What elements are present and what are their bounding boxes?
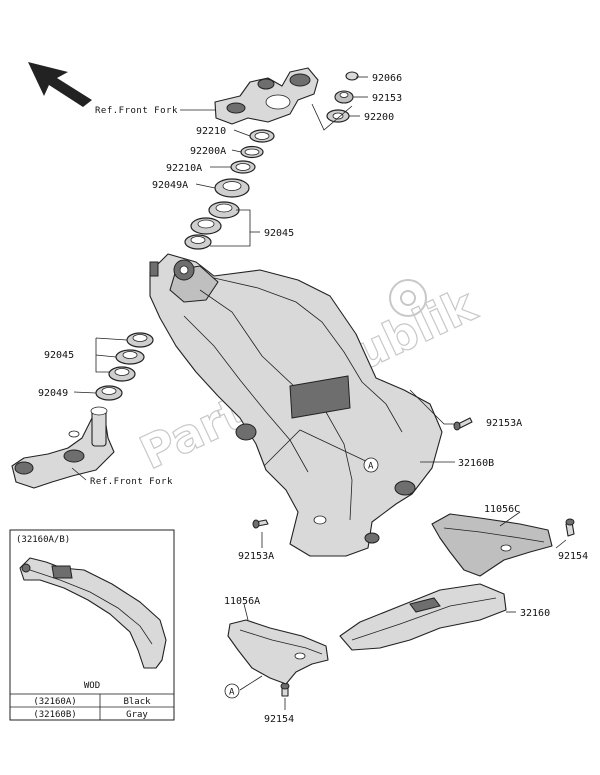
bolt-92153A-left — [252, 519, 269, 529]
inset-row-2-color: Gray — [126, 710, 148, 720]
lower-triple-clamp — [11, 406, 115, 489]
label-92153: 92153 — [372, 93, 402, 104]
bolt-92154-bottom — [280, 682, 290, 697]
inset-row-1-code: (32160A) — [33, 697, 76, 707]
inset-panel: (32160A/B) WOD (32160A) Black (32160B) G… — [9, 529, 175, 721]
ref-front-fork-top: Ref.Front Fork — [95, 106, 178, 116]
cover-11056C — [431, 513, 553, 577]
front-direction-arrow — [28, 62, 92, 107]
callout-a-frame: A — [363, 457, 379, 473]
nut-92153 — [334, 90, 354, 104]
inset-row-2-code: (32160B) — [33, 710, 76, 720]
label-11056A: 11056A — [224, 596, 260, 607]
leader-lines — [71, 76, 567, 710]
inset-table-header: WOD — [84, 681, 100, 691]
label-92153A-right: 92153A — [486, 418, 522, 429]
label-92045-left: 92045 — [44, 350, 74, 361]
svg-text:A: A — [229, 688, 235, 698]
cover-11056A — [227, 619, 329, 685]
label-92049A: 92049A — [152, 180, 188, 191]
bolt-92153A-right — [453, 417, 473, 431]
seal-92049A — [214, 178, 250, 198]
bearing-92045-top — [184, 201, 240, 250]
part-labels: 92066 92153 92200 92210 92200A 92210A 92… — [38, 73, 588, 725]
ring-92210A — [230, 160, 256, 174]
cap-92066 — [345, 71, 359, 81]
ring-92200A — [240, 145, 264, 159]
inset-frame-drawing — [19, 557, 167, 669]
label-32160B: 32160B — [458, 458, 494, 469]
inset-title: (32160A/B) — [16, 535, 70, 545]
inset-row-1-color: Black — [123, 697, 151, 707]
label-92066: 92066 — [372, 73, 402, 84]
ref-front-fork-bottom: Ref.Front Fork — [90, 477, 173, 487]
label-92049: 92049 — [38, 388, 68, 399]
label-92153A-left: 92153A — [238, 551, 274, 562]
label-11056C: 11056C — [484, 504, 520, 515]
upper-triple-clamp — [214, 67, 319, 125]
bolt-92154-right — [565, 518, 575, 537]
seal-92049 — [95, 385, 123, 401]
bearing-92045-bottom — [108, 332, 154, 382]
main-frame-32160B — [149, 253, 443, 557]
label-32160: 32160 — [520, 608, 550, 619]
label-92210: 92210 — [196, 126, 226, 137]
label-92154-bottom: 92154 — [264, 714, 294, 725]
ring-92210 — [249, 129, 275, 143]
label-92200A: 92200A — [190, 146, 226, 157]
subframe-32160 — [339, 583, 507, 651]
label-92045-top: 92045 — [264, 228, 294, 239]
washer-92200 — [326, 109, 350, 123]
callout-a-bottom: A — [224, 683, 240, 699]
label-92154-right: 92154 — [558, 551, 588, 562]
label-92210A: 92210A — [166, 163, 202, 174]
svg-text:A: A — [368, 462, 374, 472]
label-92200: 92200 — [364, 112, 394, 123]
